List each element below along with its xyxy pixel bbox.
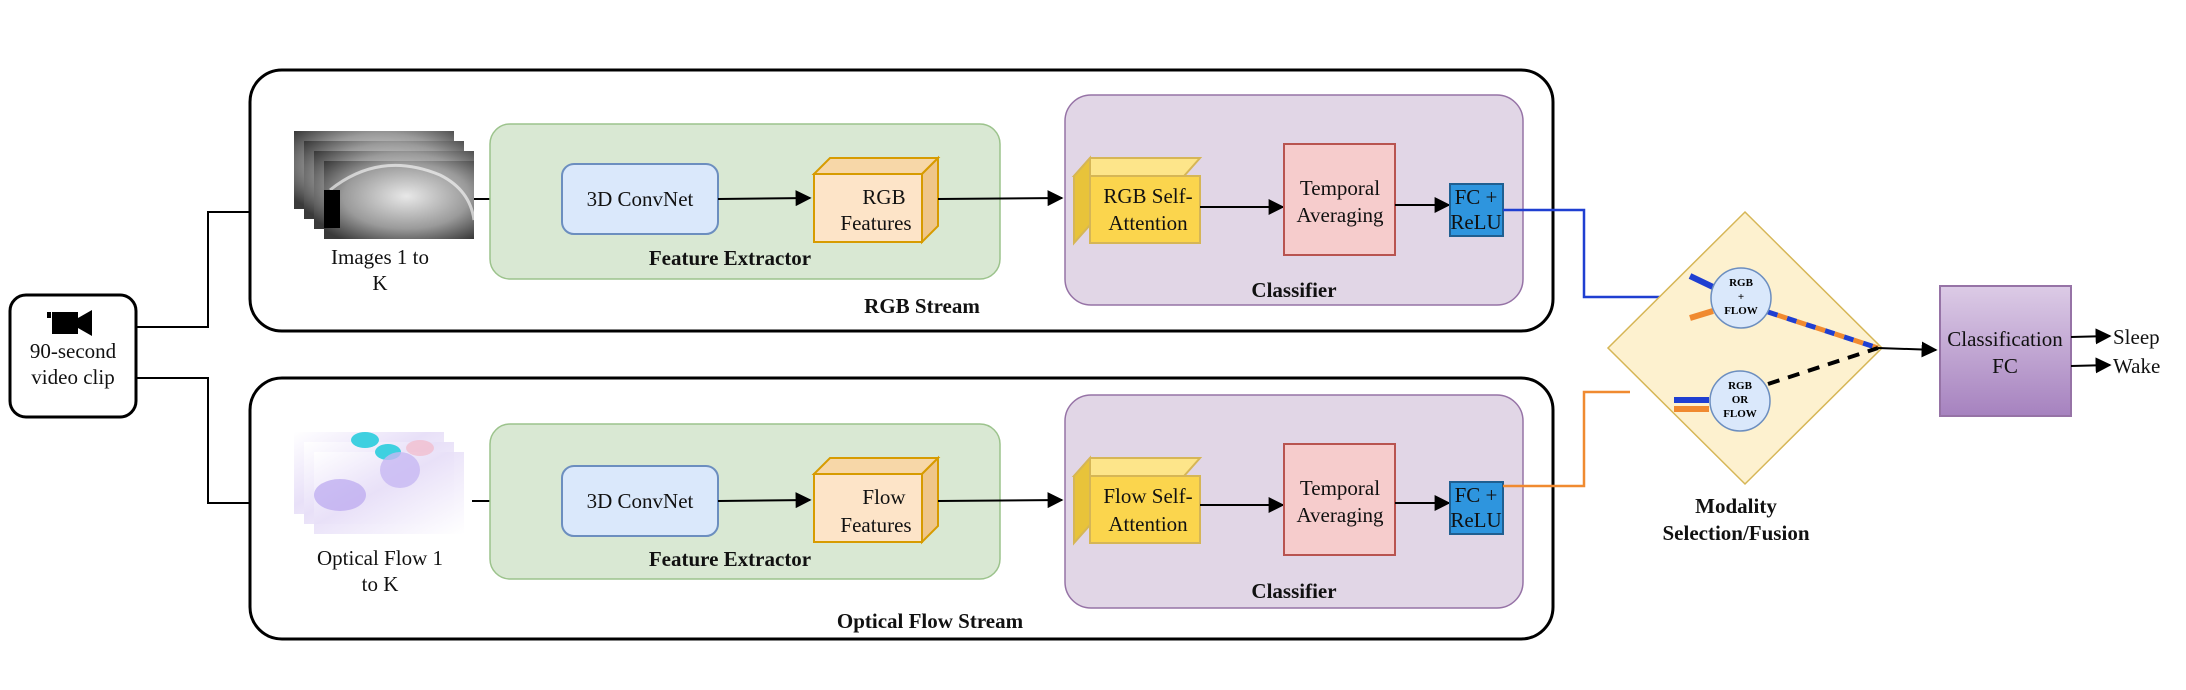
flow-features-label-line1: Flow	[862, 485, 906, 509]
flow-stream-title: Optical Flow Stream	[837, 609, 1024, 633]
rgb-image-stack	[294, 131, 476, 239]
input-label-line2: video clip	[31, 365, 114, 389]
fusion-option-a-line3: FLOW	[1724, 305, 1758, 317]
classification-fc: Classification FC	[1939, 285, 2072, 417]
rgb-stream: RGB Stream Images 1 to K Feature Extract…	[248, 68, 1555, 333]
rgb-fc-relu-box	[1449, 183, 1504, 237]
flow-feature-extractor: Feature Extractor 3D ConvNet Flow Featur…	[489, 423, 1001, 580]
flow-averaging-label-line1: Temporal	[1300, 476, 1380, 500]
fusion-option-a-line1: RGB	[1729, 277, 1754, 289]
rgb-convnet-label: 3D ConvNet	[587, 187, 694, 211]
fusion-option-rgb-plus-flow	[1710, 267, 1772, 329]
rgb-features-cube: RGB Features	[811, 155, 941, 245]
input-label-line1: 90-second	[30, 339, 117, 363]
rgb-classifier-title: Classifier	[1251, 278, 1336, 302]
fusion-option-rgb-or-flow	[1709, 370, 1771, 432]
flow-fc-label-line2: ReLU	[1450, 508, 1501, 532]
flow-fc-label-line1: FC +	[1455, 483, 1498, 507]
modality-fusion: RGB + FLOW RGB OR FLOW Modality Selectio…	[1606, 210, 1884, 545]
input-video-clip: 90-second video clip	[8, 293, 138, 419]
video-camera-icon	[47, 310, 92, 336]
flow-averaging-label-line2: Averaging	[1296, 503, 1384, 527]
flow-to-fusion-connector	[1503, 390, 1630, 488]
rgb-classifier: Classifier RGB Self- Attention Temporal …	[1064, 94, 1524, 306]
output-class-wake: Wake	[2113, 354, 2160, 378]
classification-fc-label-line1: Classification	[1947, 327, 2063, 351]
rgb-fc-label-line1: FC +	[1455, 185, 1498, 209]
flow-self-attention-cube: Flow Self- Attention	[1071, 455, 1203, 546]
rgb-self-attention-cube: RGB Self- Attention	[1071, 155, 1203, 246]
flow-attention-label-line2: Attention	[1108, 512, 1188, 536]
rgb-features-label-line2: Features	[840, 211, 911, 235]
flow-images-label-line2: to K	[362, 572, 399, 596]
rgb-images-label-line1: Images 1 to	[331, 245, 429, 269]
fusion-option-b-line1: RGB	[1728, 380, 1753, 392]
flow-features-cube: Flow Features	[811, 455, 941, 545]
flow-fc-relu-box	[1449, 481, 1504, 535]
rgb-fc-label-line2: ReLU	[1450, 210, 1501, 234]
output-class-sleep: Sleep	[2113, 325, 2160, 349]
flow-convnet-label: 3D ConvNet	[587, 489, 694, 513]
flow-images-label-line1: Optical Flow 1	[317, 546, 443, 570]
fusion-option-b-line3: FLOW	[1723, 408, 1757, 420]
flow-stream: Optical Flow Stream Optical Flow 1 to K …	[248, 376, 1555, 641]
fusion-title-line1: Modality	[1695, 494, 1777, 518]
flow-attention-label-line1: Flow Self-	[1103, 484, 1192, 508]
rgb-temporal-averaging-box	[1283, 143, 1396, 256]
rgb-to-fusion-connector	[1503, 208, 1660, 299]
fusion-option-b-line2: OR	[1732, 394, 1750, 406]
flow-image-stack	[294, 432, 464, 534]
flow-feature-extractor-title: Feature Extractor	[649, 547, 811, 571]
rgb-averaging-label-line2: Averaging	[1296, 203, 1384, 227]
flow-classifier-title: Classifier	[1251, 579, 1336, 603]
fusion-title-line2: Selection/Fusion	[1662, 521, 1809, 545]
rgb-features-label-line1: RGB	[862, 185, 905, 209]
flow-classifier: Classifier Flow Self- Attention Temporal…	[1064, 394, 1524, 609]
rgb-attention-label-line2: Attention	[1108, 211, 1188, 235]
rgb-attention-label-line1: RGB Self-	[1103, 184, 1192, 208]
flow-temporal-averaging-box	[1283, 443, 1396, 556]
fusion-option-a-line2: +	[1738, 291, 1744, 303]
rgb-feature-extractor-title: Feature Extractor	[649, 246, 811, 270]
flow-features-label-line2: Features	[840, 513, 911, 537]
rgb-images-label-line2: K	[372, 271, 387, 295]
classification-fc-label-line2: FC	[1992, 354, 2018, 378]
rgb-averaging-label-line1: Temporal	[1300, 176, 1380, 200]
rgb-feature-extractor: Feature Extractor 3D ConvNet RGB Feature…	[489, 123, 1001, 280]
rgb-stream-title: RGB Stream	[864, 294, 980, 318]
